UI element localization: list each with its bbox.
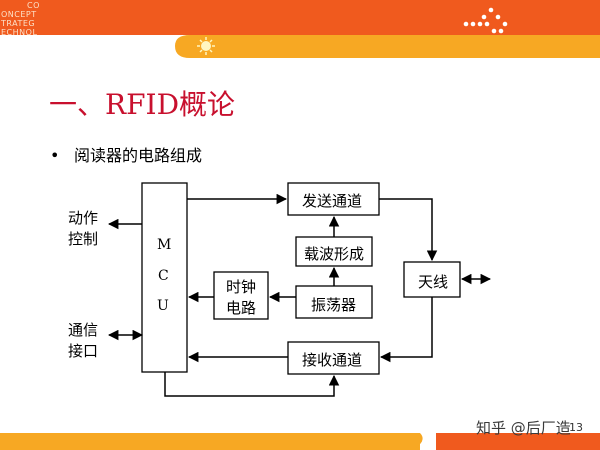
mcu-to-receive-control-arrow [164, 372, 340, 397]
antenna-to-receive-arrow [379, 297, 433, 363]
logo-line-1: CO [27, 1, 40, 10]
action-control-label-line1: 动作 [68, 209, 99, 227]
receive-channel-label: 接收通道 [302, 351, 363, 369]
receive-channel-block [287, 341, 380, 375]
clock-label-line2: 电路 [226, 299, 257, 317]
action-control-label-line2: 控制 [68, 230, 99, 248]
footer-bar [0, 433, 600, 450]
logo-line-2: ONCEPT [1, 10, 37, 19]
header-bar [0, 0, 600, 58]
dots-logo-icon [463, 7, 508, 34]
logo-line-3: TRATEG [1, 19, 36, 28]
send-to-antenna-arrow [379, 198, 438, 262]
sun-icon [197, 37, 215, 55]
comm-interface-label-line1: 通信 [68, 321, 99, 339]
mcu-letter-m: M [157, 237, 172, 253]
mcu-letter-u: U [157, 298, 169, 314]
clock-circuit-block [213, 271, 269, 320]
logo-text: CO ONCEPT TRATEG ECHNOL [1, 1, 40, 37]
bullet-text: 阅读器的电路组成 [74, 146, 203, 165]
watermark-text: 知乎 @后厂造 [476, 419, 571, 437]
clock-label-line1: 时钟 [226, 278, 257, 296]
carrier-shaping-label: 载波形成 [304, 245, 365, 263]
send-channel-label: 发送通道 [302, 192, 363, 210]
logo-line-4: ECHNOL [1, 28, 38, 37]
mcu-letter-c: C [158, 268, 169, 284]
page-number: 13 [569, 421, 583, 434]
comm-interface-label-line2: 接口 [68, 342, 99, 360]
antenna-label: 天线 [418, 273, 449, 291]
oscillator-label: 振荡器 [311, 296, 357, 314]
bullet-marker: • [50, 146, 60, 165]
slide-title: 一、RFID概论 [49, 88, 236, 121]
